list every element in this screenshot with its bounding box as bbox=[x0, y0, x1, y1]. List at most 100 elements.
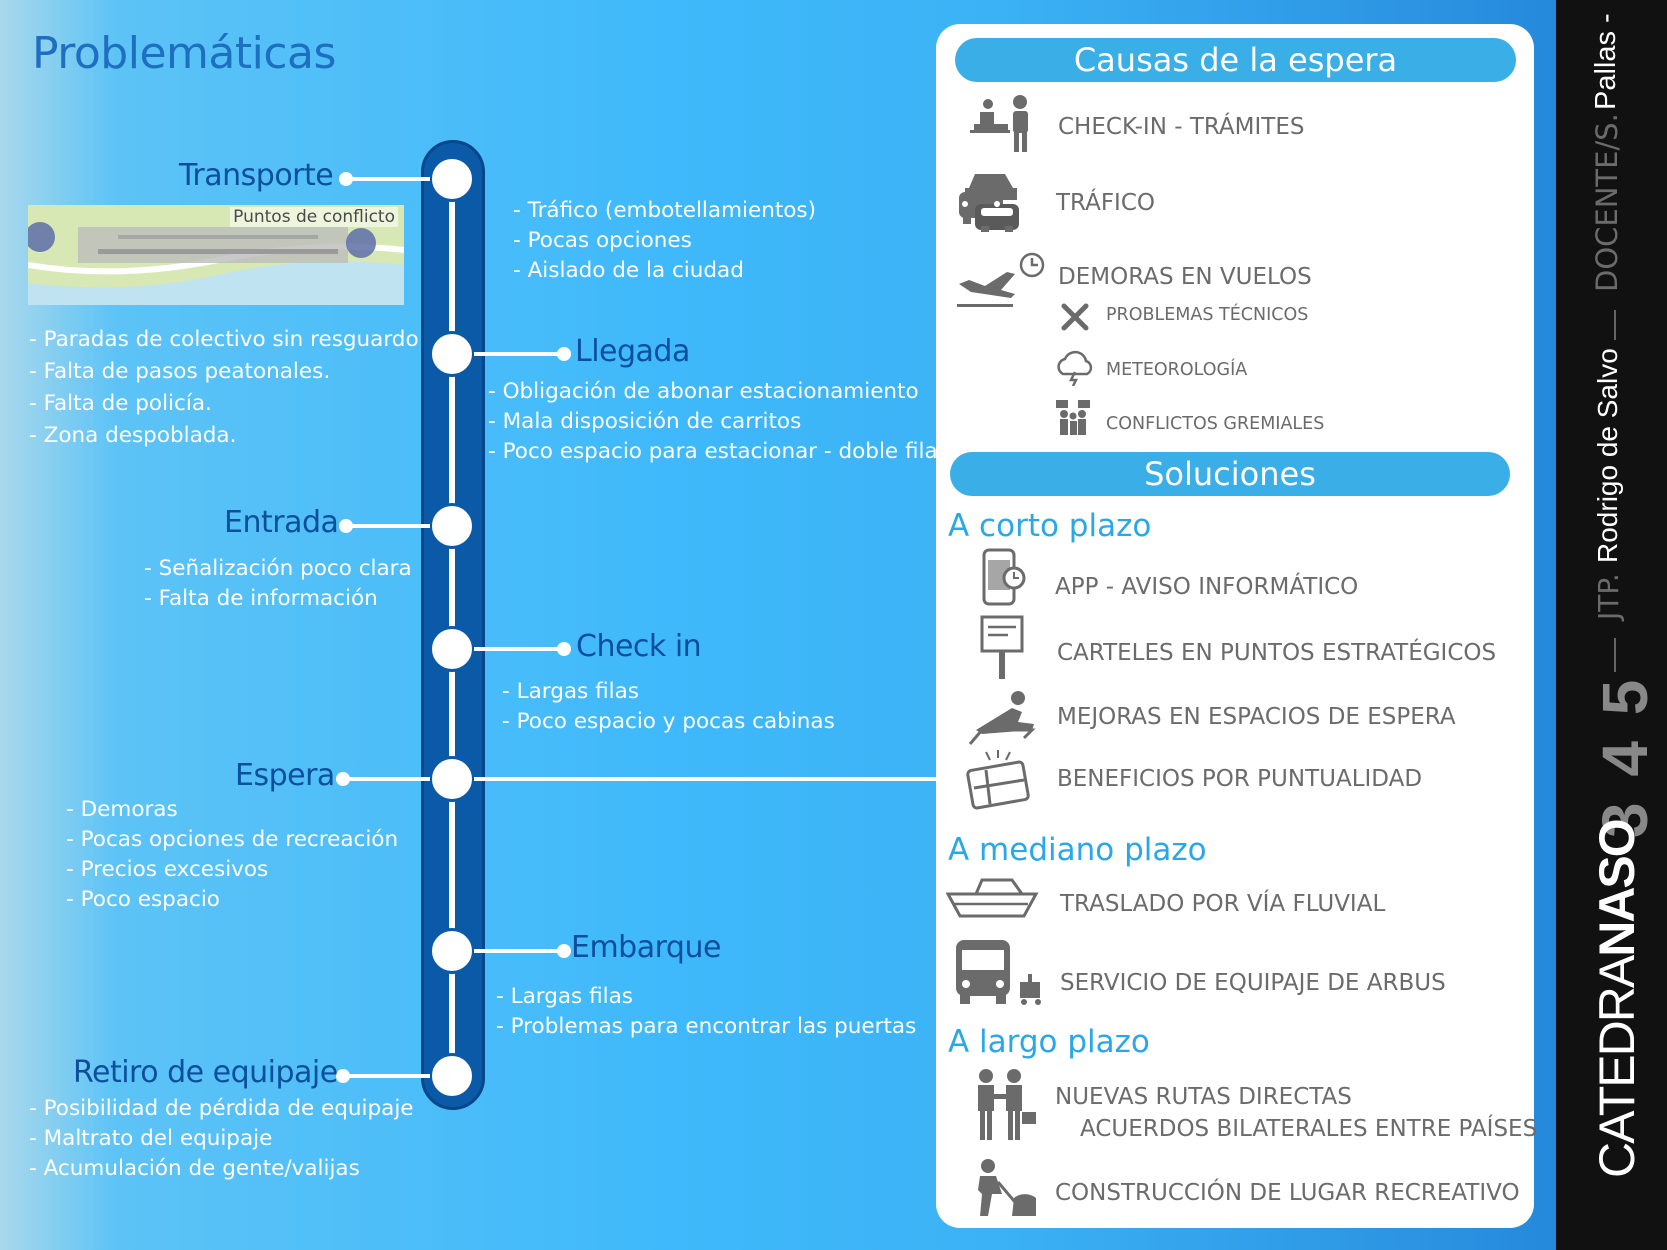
espera-items: - Demoras - Pocas opciones de recreación… bbox=[66, 795, 398, 915]
solution-acuerdos: ACUERDOS BILATERALES ENTRE PAÍSES bbox=[1080, 1116, 1538, 1142]
course-sidebar bbox=[1556, 0, 1667, 1250]
cause-demoras: DEMORAS EN VUELOS bbox=[1058, 264, 1312, 290]
timeline-node-embarque bbox=[429, 928, 475, 974]
solution-app: APP - AVISO INFORMÁTICO bbox=[1055, 574, 1359, 600]
medium-term-label: A mediano plazo bbox=[948, 832, 1207, 868]
timeline-node-retiro bbox=[429, 1053, 475, 1099]
page-title: Problemáticas bbox=[32, 28, 336, 79]
list-item: - Demoras bbox=[66, 797, 178, 822]
connector-to-panel bbox=[474, 777, 938, 781]
stage-label-checkin: Check in bbox=[576, 629, 702, 664]
list-item: - Paradas de colectivo sin resguardo bbox=[29, 327, 419, 352]
list-item: - Pocas opciones bbox=[513, 228, 692, 253]
list-item: - Tráfico (embotellamientos) bbox=[513, 198, 817, 223]
list-item: - Precios excesivos bbox=[66, 857, 269, 882]
timeline-node-checkin bbox=[429, 626, 475, 672]
construction-worker-icon bbox=[978, 1159, 1036, 1216]
timeline-node-entrada bbox=[429, 503, 475, 549]
connector-dot bbox=[557, 944, 571, 958]
connector bbox=[474, 949, 564, 953]
map-illustration bbox=[28, 205, 404, 305]
list-item: - Largas filas bbox=[496, 984, 633, 1009]
checkin-person-icon bbox=[970, 95, 1028, 152]
conflict-map: Puntos de conflicto bbox=[28, 205, 404, 305]
short-term-label: A corto plazo bbox=[948, 508, 1152, 544]
list-item: - Falta de pasos peatonales. bbox=[29, 359, 331, 384]
cause-checkin: CHECK-IN - TRÁMITES bbox=[1058, 114, 1305, 140]
list-item: - Poco espacio y pocas cabinas bbox=[502, 709, 835, 734]
teacher-prefix: DOCENTE/S. bbox=[1590, 113, 1624, 292]
subcause-gremiales: CONFLICTOS GREMIALES bbox=[1106, 414, 1325, 434]
bus-luggage-icon bbox=[956, 940, 1041, 1005]
lounge-chair-icon bbox=[968, 691, 1036, 745]
checkin-items: - Largas filas - Poco espacio y pocas ca… bbox=[502, 677, 835, 737]
timeline-node-llegada bbox=[429, 331, 475, 377]
solutions-header-text: Soluciones bbox=[1144, 455, 1316, 493]
llegada-items: - Obligación de abonar estacionamiento -… bbox=[488, 377, 938, 467]
solution-equipaje: SERVICIO DE EQUIPAJE DE ARBUS bbox=[1060, 970, 1446, 996]
connector bbox=[345, 1074, 430, 1078]
teacher-name: Pallas - bbox=[1590, 13, 1622, 110]
solutions-header: Soluciones bbox=[950, 452, 1510, 496]
list-item: - Poco espacio bbox=[66, 887, 220, 912]
connector-dot bbox=[557, 347, 571, 361]
connector bbox=[345, 777, 430, 781]
gift-card-icon bbox=[966, 750, 1030, 810]
divider bbox=[1614, 638, 1616, 672]
stage-label-embarque: Embarque bbox=[571, 930, 721, 965]
traffic-cars-icon bbox=[959, 174, 1019, 232]
long-term-label: A largo plazo bbox=[948, 1024, 1150, 1060]
connector-dot bbox=[336, 772, 350, 786]
subcause-meteorologia: METEOROLOGÍA bbox=[1106, 360, 1248, 380]
jtp-name: Rodrigo de Salvo bbox=[1592, 348, 1623, 563]
jtp-prefix: JTP. bbox=[1592, 573, 1625, 620]
stage-label-entrada: Entrada bbox=[224, 505, 339, 540]
connector-dot bbox=[336, 1069, 350, 1083]
entrada-items: - Señalización poco clara - Falta de inf… bbox=[144, 554, 412, 614]
timeline-node-espera bbox=[429, 756, 475, 802]
storm-cloud-icon bbox=[1057, 350, 1093, 386]
course-name-a: CATEDRA bbox=[1589, 956, 1645, 1178]
info-panel bbox=[936, 24, 1534, 1228]
solution-mejoras: MEJORAS EN ESPACIOS DE ESPERA bbox=[1057, 704, 1456, 730]
list-item: - Señalización poco clara bbox=[144, 556, 412, 581]
solution-fluvial: TRASLADO POR VÍA FLUVIAL bbox=[1060, 891, 1386, 917]
list-item: - Obligación de abonar estacionamiento bbox=[488, 379, 919, 404]
protest-icon bbox=[1056, 400, 1090, 435]
timeline-node-transporte bbox=[429, 156, 475, 202]
solution-beneficios: BENEFICIOS POR PUNTUALIDAD bbox=[1057, 766, 1423, 792]
list-item: - Largas filas bbox=[502, 679, 639, 704]
connector bbox=[474, 352, 564, 356]
connector-dot bbox=[339, 172, 353, 186]
list-item: - Maltrato del equipaje bbox=[29, 1126, 273, 1151]
flight-delay-icon bbox=[957, 252, 1045, 307]
course-name: CATEDRANASO bbox=[1588, 820, 1646, 1178]
cause-trafico: TRÁFICO bbox=[1056, 190, 1156, 216]
list-item: - Falta de información bbox=[144, 586, 378, 611]
transporte-items-secondary: - Paradas de colectivo sin resguardo - F… bbox=[29, 324, 419, 452]
solution-carteles: CARTELES EN PUNTOS ESTRATÉGICOS bbox=[1057, 640, 1497, 666]
stage-label-espera: Espera bbox=[235, 758, 335, 793]
stage-label-llegada: Llegada bbox=[575, 334, 690, 369]
connector-dot bbox=[557, 642, 571, 656]
phone-app-icon bbox=[982, 548, 1026, 606]
course-number: 3 4 5 bbox=[1589, 675, 1661, 838]
list-item: - Acumulación de gente/valijas bbox=[29, 1156, 360, 1181]
boat-icon bbox=[946, 878, 1039, 918]
causes-header: Causas de la espera bbox=[955, 38, 1516, 82]
list-item: - Falta de policía. bbox=[29, 391, 212, 416]
embarque-items: - Largas filas - Problemas para encontra… bbox=[496, 982, 916, 1042]
stage-label-retiro: Retiro de equipaje bbox=[73, 1055, 338, 1090]
course-name-b: NASO bbox=[1589, 820, 1645, 957]
list-item: - Mala disposición de carritos bbox=[488, 409, 802, 434]
connector bbox=[350, 524, 430, 528]
list-item: - Posibilidad de pérdida de equipaje bbox=[29, 1096, 414, 1121]
retiro-items: - Posibilidad de pérdida de equipaje - M… bbox=[29, 1094, 414, 1184]
subcause-tecnicos: PROBLEMAS TÉCNICOS bbox=[1106, 305, 1309, 325]
connector bbox=[350, 177, 430, 181]
list-item: - Poco espacio para estacionar - doble f… bbox=[488, 439, 938, 464]
list-item: - Problemas para encontrar las puertas bbox=[496, 1014, 917, 1039]
divider bbox=[1614, 310, 1616, 340]
tools-icon bbox=[1061, 303, 1089, 331]
stage-label-transporte: Transporte bbox=[179, 158, 334, 193]
